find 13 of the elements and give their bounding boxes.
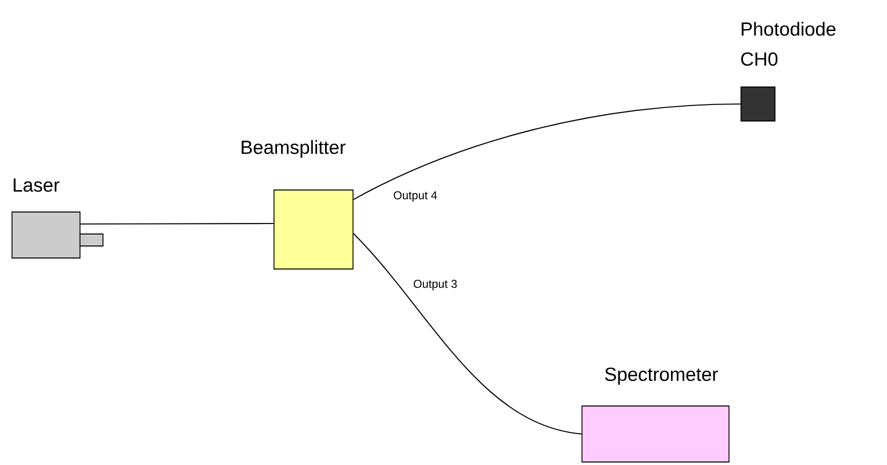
edge-label: Output 3 — [412, 278, 458, 292]
laser-box: Laser — [12, 178, 104, 258]
photodiode-box: Photodiode CH0 — [740, 22, 836, 122]
node-label: Photodiode CH0 — [741, 22, 836, 66]
spectrometer-box: Spectrometer — [582, 368, 730, 462]
cable-line — [353, 233, 582, 435]
node-label: Beamsplitter — [242, 140, 346, 158]
node-label: Laser — [14, 178, 60, 192]
edge-label: Output 4 — [392, 190, 438, 203]
beamsplitter-box: Beamsplitter — [242, 140, 354, 270]
cable-line — [80, 222, 274, 225]
cable-line — [353, 103, 741, 200]
node-label: Spectrometer — [605, 368, 718, 385]
